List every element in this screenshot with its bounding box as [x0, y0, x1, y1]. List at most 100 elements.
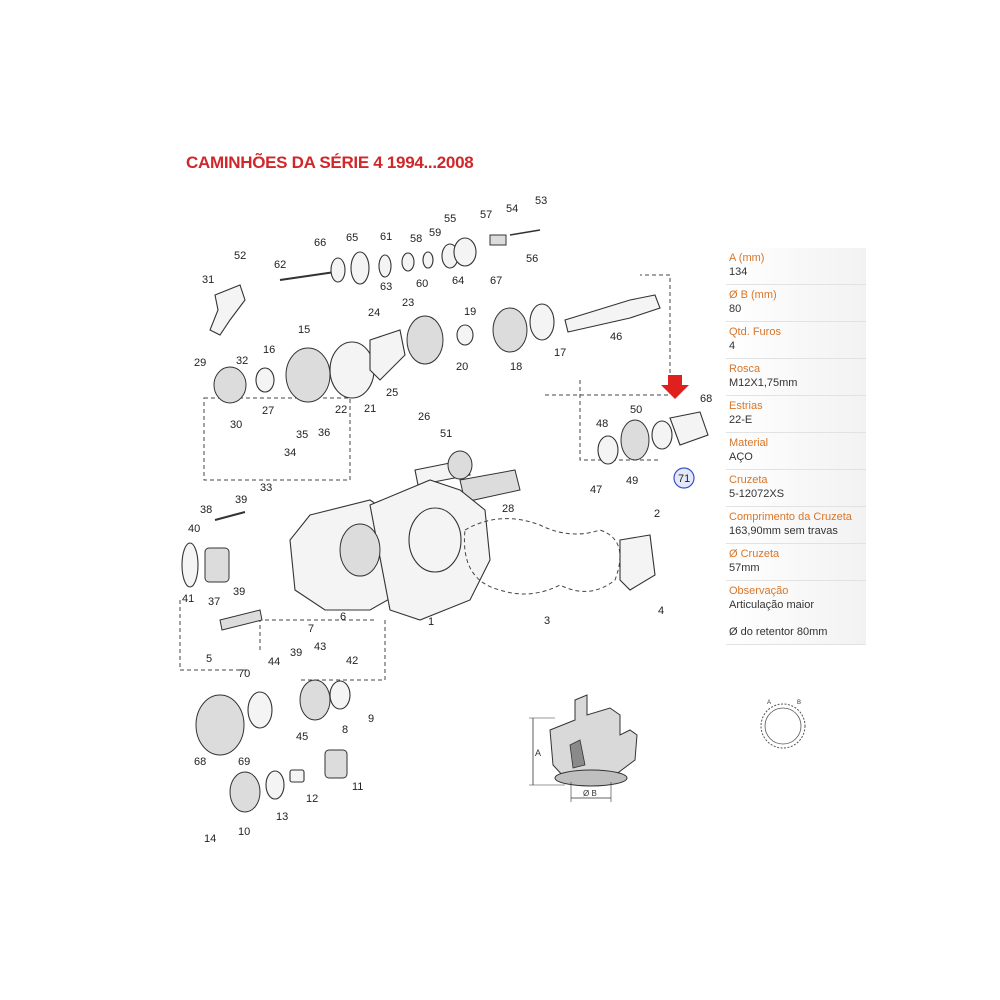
callout-1: 1 — [428, 616, 434, 628]
spec-label: Comprimento da Cruzeta — [729, 511, 852, 523]
callout-46: 46 — [610, 331, 622, 343]
callout-69: 69 — [238, 756, 250, 768]
callout-56: 56 — [526, 253, 538, 265]
callout-60: 60 — [416, 278, 428, 290]
spec-row-cross: Cruzeta 5-12072XS — [726, 470, 866, 507]
callout-16: 16 — [263, 344, 275, 356]
spec-value: 80 — [729, 303, 742, 315]
callout-54: 54 — [506, 203, 518, 215]
spec-row-notes: Observação Articulação maior Ø do retent… — [726, 581, 866, 645]
callout-71-highlighted: 71 — [678, 473, 690, 485]
spec-label: A (mm) — [729, 252, 765, 264]
callout-68a: 68 — [700, 393, 712, 405]
spec-label: Ø Cruzeta — [729, 548, 780, 560]
spec-label: Qtd. Furos — [729, 326, 781, 338]
spec-value: 4 — [729, 340, 736, 352]
callout-70: 70 — [238, 668, 250, 680]
callout-23: 23 — [402, 297, 414, 309]
callout-27: 27 — [262, 405, 274, 417]
diagram-title: CAMINHÕES DA SÉRIE 4 1994...2008 — [186, 153, 474, 172]
callout-55: 55 — [444, 213, 456, 225]
callout-41: 41 — [182, 593, 194, 605]
callout-18: 18 — [510, 361, 522, 373]
spec-row-b: Ø B (mm) 80 — [726, 285, 866, 322]
callout-8: 8 — [342, 724, 348, 736]
callout-57: 57 — [480, 209, 492, 221]
callout-43: 43 — [314, 641, 326, 653]
callout-47: 47 — [590, 484, 602, 496]
callout-63: 63 — [380, 281, 392, 293]
callout-65: 65 — [346, 232, 358, 244]
callout-58: 58 — [410, 233, 422, 245]
callout-67: 67 — [490, 275, 502, 287]
dim-b-label: Ø B — [583, 789, 597, 798]
callout-11: 11 — [352, 781, 363, 793]
callout-9: 9 — [368, 713, 374, 725]
callout-52: 52 — [234, 250, 246, 262]
spec-row-a: A (mm) 134 — [726, 248, 866, 285]
yoke-dimension-drawing: A Ø B — [529, 694, 638, 802]
callout-22: 22 — [335, 404, 347, 416]
callout-38: 38 — [200, 504, 212, 516]
callout-15: 15 — [298, 324, 310, 336]
callout-53: 53 — [535, 195, 547, 207]
callout-26: 26 — [418, 411, 430, 423]
spec-row-splines: Estrias 22-E — [726, 396, 866, 433]
callout-13: 13 — [276, 811, 288, 823]
callout-51: 51 — [440, 428, 452, 440]
spline-a-label: A — [767, 700, 771, 706]
spec-value: 22-E — [729, 414, 753, 426]
callout-39a: 39 — [235, 494, 247, 506]
spec-row-holes: Qtd. Furos 4 — [726, 322, 866, 359]
spec-value: AÇO — [729, 451, 753, 463]
callout-45: 45 — [296, 731, 308, 743]
callout-35: 35 — [296, 429, 308, 441]
callout-61: 61 — [380, 231, 392, 243]
callout-32: 32 — [236, 355, 248, 367]
callout-62: 62 — [274, 259, 286, 271]
spec-label: Observação — [729, 585, 789, 597]
exploded-parts-diagram: 1 2 3 4 5 6 7 8 9 10 11 12 13 14 15 16 1… — [179, 195, 712, 845]
callout-39b: 39 — [233, 586, 245, 598]
spec-label: Material — [729, 437, 769, 449]
callout-2: 2 — [654, 508, 660, 520]
callout-40: 40 — [188, 523, 200, 535]
callout-39c: 39 — [290, 647, 302, 659]
callout-31: 31 — [202, 274, 214, 286]
callout-33: 33 — [260, 482, 272, 494]
spec-row-thread: Rosca M12X1,75mm — [726, 359, 866, 396]
spec-label: Ø B (mm) — [729, 289, 777, 301]
callout-3: 3 — [544, 615, 550, 627]
callout-48: 48 — [596, 418, 608, 430]
callout-68b: 68 — [194, 756, 206, 768]
spec-value: 134 — [729, 266, 748, 278]
spec-row-cross-diameter: Ø Cruzeta 57mm — [726, 544, 866, 581]
axle-housing — [289, 479, 491, 621]
spec-value: 57mm — [729, 562, 760, 574]
spec-label: Estrias — [729, 400, 763, 412]
spec-value: 163,90mm sem travas — [729, 525, 838, 537]
callout-36: 36 — [318, 427, 330, 439]
callout-29: 29 — [194, 357, 206, 369]
callout-34: 34 — [284, 447, 296, 459]
callout-28: 28 — [502, 503, 514, 515]
spec-row-cross-length: Comprimento da Cruzeta 163,90mm sem trav… — [726, 507, 866, 544]
callout-44: 44 — [268, 656, 280, 668]
callout-25: 25 — [386, 387, 398, 399]
spline-profile-drawing: A B — [760, 700, 806, 749]
callout-37: 37 — [208, 596, 220, 608]
callout-5: 5 — [206, 653, 212, 665]
callout-49: 49 — [626, 475, 638, 487]
spec-value: M12X1,75mm — [729, 377, 798, 389]
spec-value: 5-12072XS — [729, 488, 785, 500]
callout-42: 42 — [346, 655, 358, 667]
callout-6: 6 — [340, 611, 346, 623]
spec-row-material: Material AÇO — [726, 433, 866, 470]
callout-24: 24 — [368, 307, 380, 319]
dim-a-label: A — [535, 748, 541, 758]
callout-64: 64 — [452, 275, 464, 287]
callout-10: 10 — [238, 826, 250, 838]
callout-66: 66 — [314, 237, 326, 249]
spec-value-secondary: Ø do retentor 80mm — [729, 626, 828, 638]
spec-label: Rosca — [729, 363, 761, 375]
